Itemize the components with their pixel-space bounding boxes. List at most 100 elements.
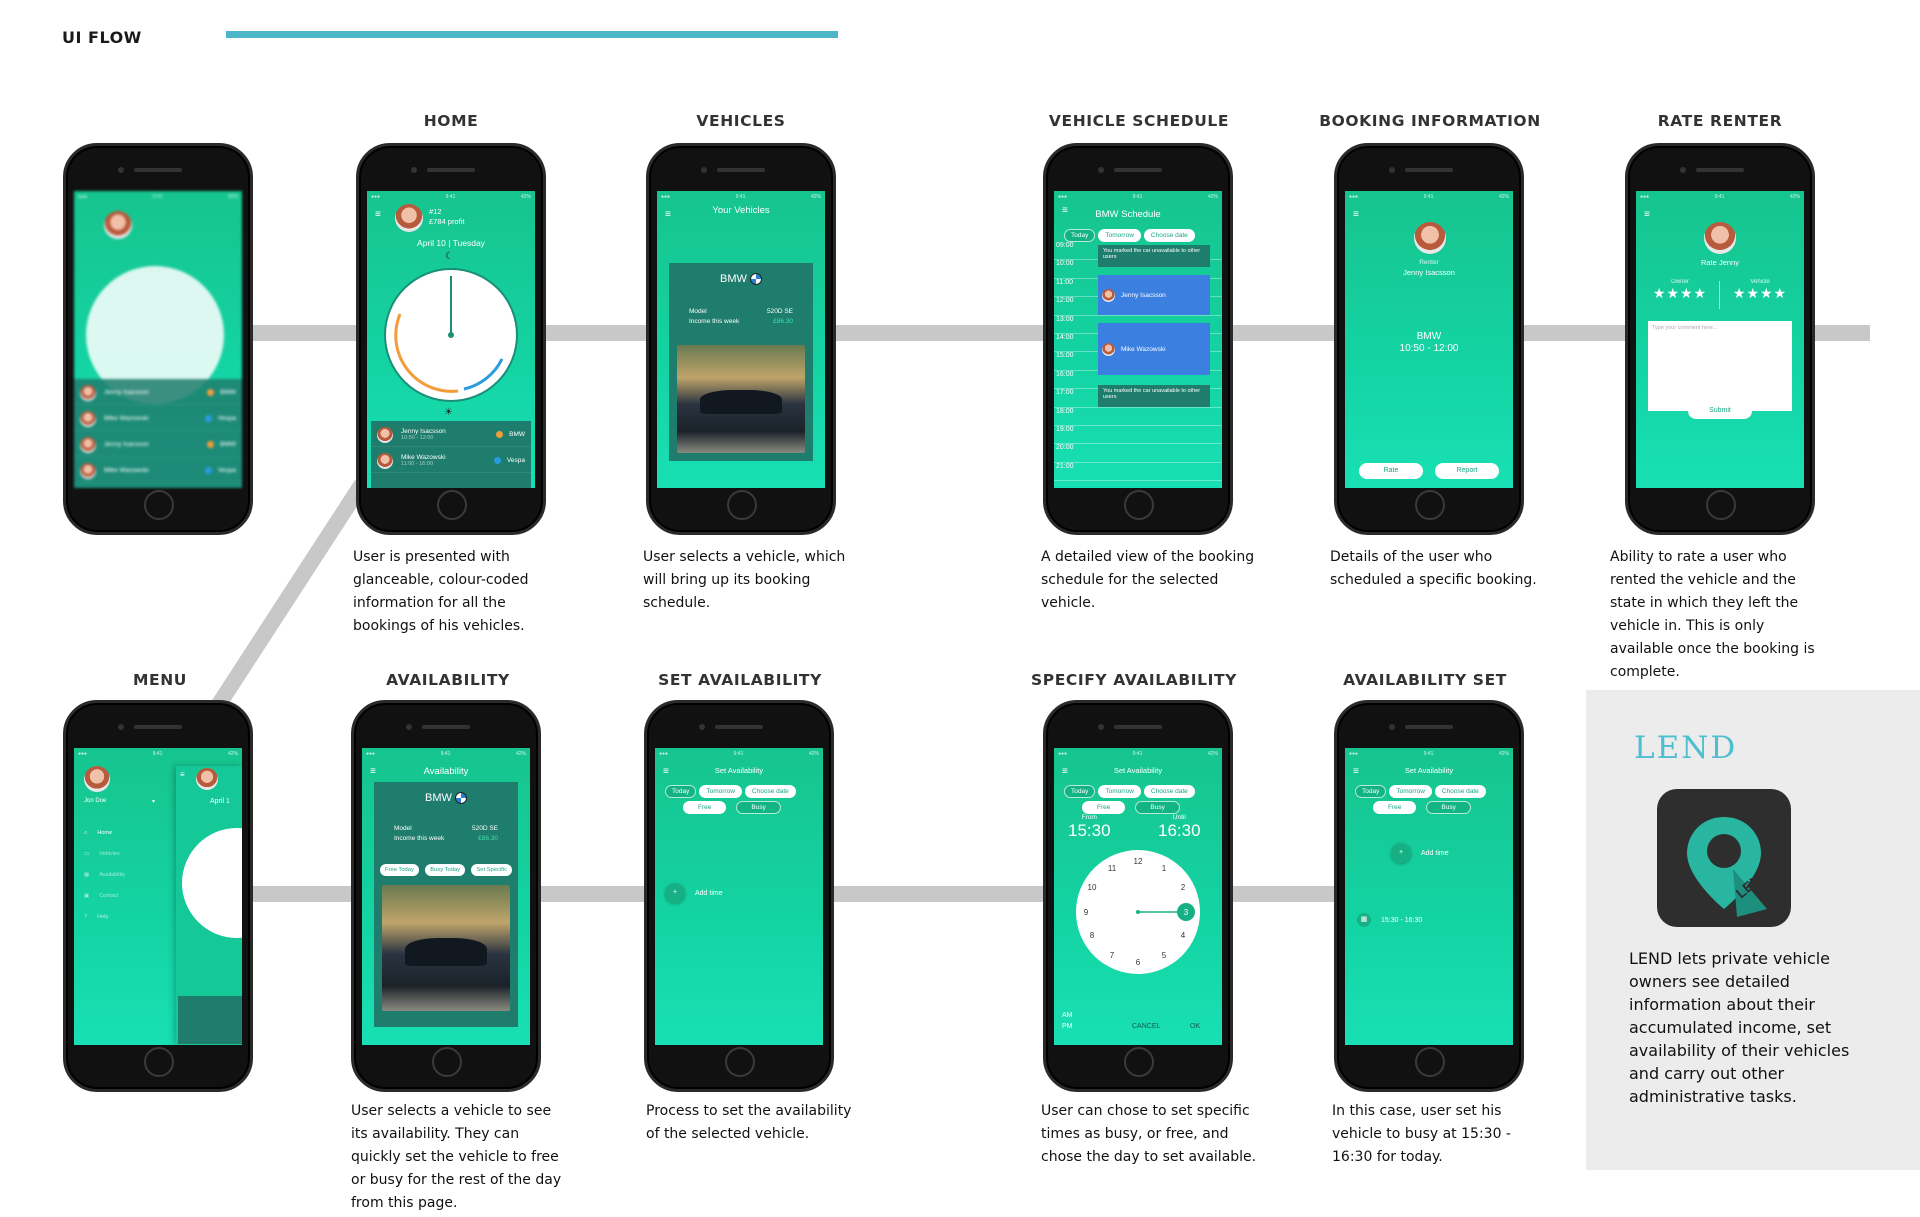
free-button[interactable]: Free — [683, 801, 727, 814]
moon-icon: ☾ — [445, 251, 454, 262]
menu-item-contact[interactable]: ▣Contact — [84, 893, 119, 899]
busy-button[interactable]: Busy — [736, 801, 781, 814]
vehicle-stars[interactable]: ★★★★ — [1732, 285, 1788, 301]
cancel-button[interactable]: CANCEL — [1132, 1023, 1161, 1030]
desc-availability: User selects a vehicle to see its availa… — [351, 1103, 562, 1211]
title-menu: MENU — [133, 671, 187, 689]
booking-block-mike[interactable]: Mike Wazowski — [1098, 323, 1210, 375]
busy-button[interactable]: Busy — [1426, 801, 1471, 814]
tab-tomorrow[interactable]: Tomorrow — [699, 785, 742, 798]
screen-title: Rate Jenny — [1701, 258, 1739, 267]
home-icon: ⌂ — [84, 830, 88, 836]
hamburger-icon[interactable]: ≡ — [663, 766, 669, 777]
renter-avatar — [1414, 222, 1446, 254]
tab-choose-date[interactable]: Choose date — [744, 785, 796, 798]
submit-button[interactable]: Submit — [1688, 403, 1752, 419]
rate-button[interactable]: Rate — [1359, 463, 1423, 479]
bmw-logo-icon — [749, 273, 762, 286]
hamburger-icon[interactable]: ≡ — [1062, 766, 1068, 777]
report-button[interactable]: Report — [1435, 463, 1499, 479]
tab-today[interactable]: Today — [1064, 229, 1096, 242]
title-booking: BOOKING INFORMATION — [1319, 112, 1541, 130]
svg-text:2: 2 — [1181, 883, 1186, 892]
pm-toggle[interactable]: PM — [1062, 1023, 1073, 1030]
avatar[interactable] — [395, 204, 423, 232]
free-today-button[interactable]: Free Today — [380, 864, 419, 876]
tab-today[interactable]: Today — [1064, 785, 1096, 798]
time-slot[interactable]: ▦15:30 - 16:30 — [1357, 913, 1422, 927]
tab-choose-date[interactable]: Choose date — [1434, 785, 1486, 798]
desc-rate: Ability to rate a user who rented the ve… — [1610, 549, 1815, 680]
lend-description: LEND lets private vehicle owners see det… — [1629, 949, 1850, 1106]
tab-today[interactable]: Today — [1355, 785, 1387, 798]
menu-item-vehicles[interactable]: ▭Vehicles — [84, 851, 120, 857]
svg-text:3: 3 — [1184, 908, 1189, 917]
tab-tomorrow[interactable]: Tomorrow — [1098, 229, 1141, 242]
am-toggle[interactable]: AM — [1062, 1012, 1073, 1019]
screen-title: Set Availability — [1113, 766, 1163, 775]
tab-choose-date[interactable]: Choose date — [1143, 229, 1195, 242]
booking-block-jenny[interactable]: Jenny Isacsson — [1098, 275, 1210, 315]
svg-text:11: 11 — [1108, 864, 1117, 873]
tab-tomorrow[interactable]: Tomorrow — [1098, 785, 1141, 798]
add-time-button[interactable]: +Add time — [1391, 843, 1449, 863]
unavailable-block[interactable]: You marked the car unavailable to other … — [1098, 385, 1210, 407]
hamburger-icon[interactable]: ≡ — [370, 766, 376, 777]
profit-text: £784 profit — [429, 217, 465, 226]
from-time[interactable]: 15:30 — [1068, 821, 1111, 840]
lend-logo: LEND — [1634, 730, 1738, 766]
menu-item-help[interactable]: ?Help — [84, 914, 109, 920]
page-header: UI FLOW — [62, 28, 142, 47]
busy-button[interactable]: Busy — [1135, 801, 1180, 814]
booking-clock[interactable] — [380, 264, 522, 406]
svg-text:7: 7 — [1110, 951, 1115, 960]
calendar-icon: ▦ — [84, 872, 90, 878]
until-time[interactable]: 16:30 — [1158, 821, 1201, 840]
set-specific-button[interactable]: Set Specific — [471, 864, 512, 876]
tab-choose-date[interactable]: Choose date — [1143, 785, 1195, 798]
unavailable-block[interactable]: You marked the car unavailable to other … — [1098, 245, 1210, 267]
avatar[interactable] — [84, 766, 110, 792]
header-accent-line — [226, 31, 838, 38]
tab-tomorrow[interactable]: Tomorrow — [1389, 785, 1432, 798]
hamburger-icon[interactable]: ≡ — [1062, 205, 1068, 216]
free-button[interactable]: Free — [1373, 801, 1417, 814]
title-home: HOME — [423, 112, 479, 130]
menu-item-availability[interactable]: ▦Availability — [84, 872, 126, 878]
hamburger-icon[interactable]: ≡ — [1353, 766, 1359, 777]
add-time-button[interactable]: +Add time — [665, 883, 723, 903]
hamburger-icon[interactable]: ≡ — [1644, 209, 1650, 220]
busy-today-button[interactable]: Busy Today — [425, 864, 466, 876]
ok-button[interactable]: OK — [1190, 1023, 1201, 1030]
car-icon: ▭ — [84, 851, 90, 857]
hamburger-icon[interactable]: ≡ — [665, 209, 671, 220]
free-button[interactable]: Free — [1082, 801, 1126, 814]
home-date: April 10 | Tuesday — [417, 238, 485, 248]
owner-stars[interactable]: ★★★★ — [1652, 285, 1708, 301]
screen-title: Set Availability — [1404, 766, 1454, 775]
vehicle-brand: BMW — [425, 792, 452, 804]
tab-today[interactable]: Today — [665, 785, 697, 798]
menu-item-home[interactable]: ⌂Home — [84, 830, 112, 836]
hamburger-icon[interactable]: ≡ — [375, 209, 381, 220]
comment-field[interactable]: Type your comment here... — [1648, 321, 1792, 411]
hamburger-icon[interactable]: ≡ — [1353, 209, 1359, 220]
chevron-down-icon[interactable]: ▾ — [152, 799, 156, 805]
desc-avail-set: In this case, user set his vehicle to bu… — [1332, 1103, 1511, 1165]
screen-title: Availability — [423, 766, 469, 777]
